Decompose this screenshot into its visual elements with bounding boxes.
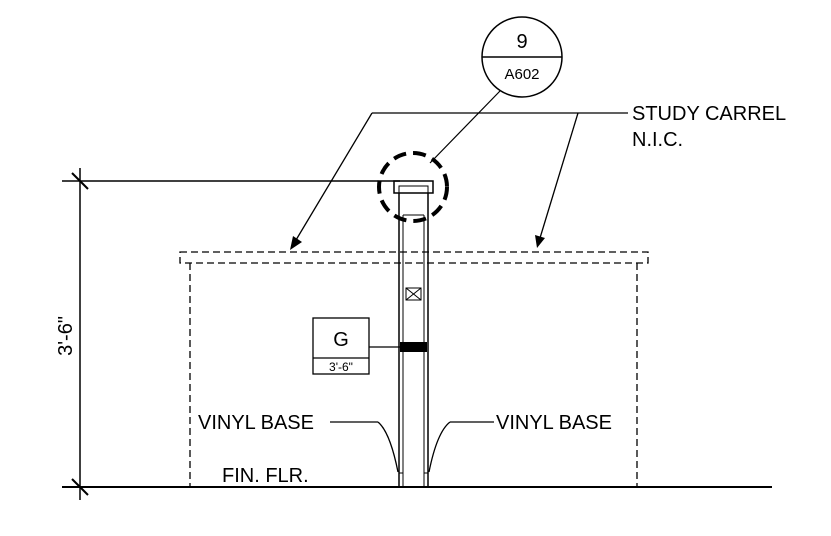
partition-wall	[393, 180, 434, 487]
finish-floor-label: FIN. FLR.	[222, 465, 309, 487]
dimension-value: 3'-6"	[55, 316, 77, 356]
tag-height: 3'-6"	[329, 360, 353, 374]
vinyl-base-right-label: VINYL BASE	[496, 412, 612, 434]
study-carrel-outline	[179, 251, 649, 487]
detail-circle	[377, 151, 449, 223]
wall-type-tag	[312, 317, 400, 375]
vinyl-base-left-label: VINYL BASE	[198, 412, 314, 434]
nic-label: N.I.C.	[632, 129, 683, 151]
detail-callout	[429, 16, 563, 164]
vinyl-base-leader-left	[330, 421, 399, 473]
tag-letter: G	[333, 329, 349, 351]
dimension-line	[62, 168, 400, 500]
callout-number: 9	[516, 31, 527, 53]
study-carrel-leader	[290, 112, 628, 250]
study-carrel-label: STUDY CARREL	[632, 103, 786, 125]
vinyl-base-leader-right	[428, 421, 494, 473]
callout-sheet: A602	[504, 66, 539, 83]
